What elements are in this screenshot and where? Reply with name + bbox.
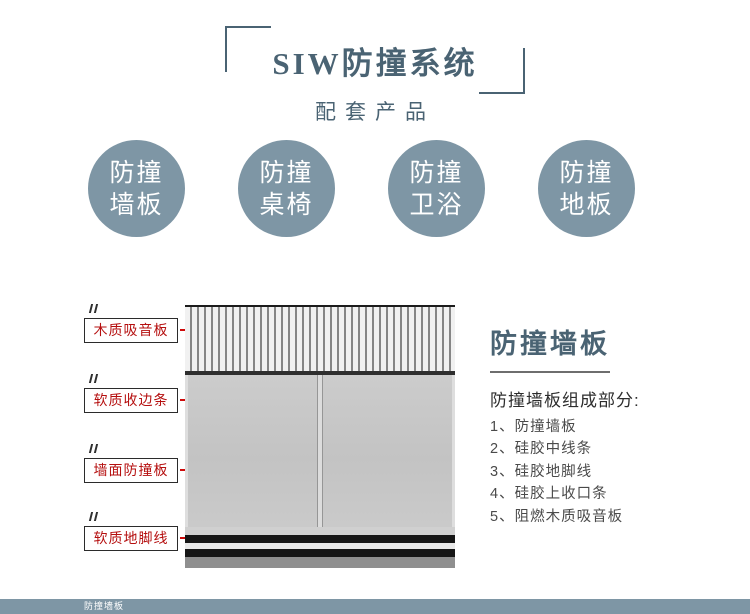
product-circle-bathroom: 防撞 卫浴 (388, 140, 485, 237)
callout-label-acoustic-panel: 木质吸音板 (84, 318, 178, 343)
product-label-line2: 地板 (559, 190, 614, 219)
detail-intro: 防撞墙板组成部分: (490, 391, 640, 410)
quote-tick-icon (88, 444, 100, 453)
page-title: SIW防撞系统 (272, 45, 478, 81)
title-frame: SIW防撞系统 (225, 26, 525, 94)
list-item: 5、阻燃木质吸音板 (490, 508, 624, 525)
quote-tick-icon (88, 374, 100, 383)
bumper-panels-section (185, 375, 455, 527)
mid-rail-divider (185, 371, 455, 375)
product-label-line2: 墙板 (109, 190, 164, 219)
component-list: 1、防撞墙板 2、硅胶中线条 3、硅胶地脚线 4、硅胶上收口条 5、阻燃木质吸音… (490, 416, 623, 528)
skirting-stripe (185, 557, 455, 568)
product-label-line1: 防撞 (559, 158, 614, 187)
product-circles: 防撞 墙板 防撞 桌椅 防撞 卫浴 防撞 地板 (88, 140, 635, 237)
skirting-stripe (185, 543, 455, 549)
wall-panel-illustration (185, 305, 455, 568)
list-item: 4、硅胶上收口条 (490, 486, 608, 503)
callout-label-edge-strip: 软质收边条 (84, 388, 178, 413)
callout-label-skirting: 软质地脚线 (84, 526, 178, 551)
list-item: 1、防撞墙板 (490, 419, 577, 435)
product-circle-wall-panel: 防撞 墙板 (88, 140, 185, 237)
skirting-section (185, 527, 455, 568)
footer-bar: 防撞墙板 (0, 599, 750, 614)
skirting-stripe (185, 549, 455, 557)
product-label-line1: 防撞 (409, 158, 464, 187)
detail-heading: 防撞墙板 (490, 322, 610, 373)
list-item: 3、硅胶地脚线 (490, 463, 593, 480)
product-circle-table-chair: 防撞 桌椅 (238, 140, 335, 237)
list-item: 2、硅胶中线条 (490, 441, 593, 458)
product-label-line2: 桌椅 (259, 190, 314, 219)
skirting-stripe (185, 535, 455, 543)
product-circle-floor: 防撞 地板 (538, 140, 635, 237)
acoustic-slats-section (185, 305, 455, 371)
skirting-stripe (185, 527, 455, 535)
page-subtitle: 配套产品 (315, 101, 435, 124)
product-label-line1: 防撞 (109, 158, 164, 187)
product-label-line1: 防撞 (259, 158, 314, 187)
product-label-line2: 卫浴 (409, 190, 464, 219)
callout-label-wall-bumper: 墙面防撞板 (84, 458, 178, 483)
quote-tick-icon (88, 304, 100, 313)
quote-tick-icon (88, 512, 100, 521)
panel-center-joint (317, 375, 323, 527)
